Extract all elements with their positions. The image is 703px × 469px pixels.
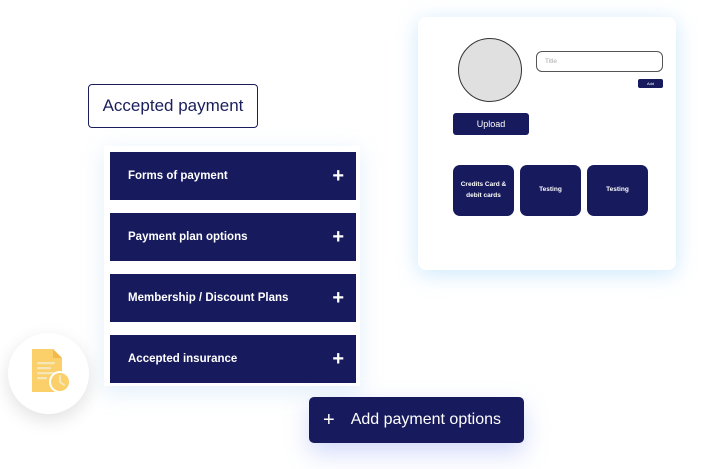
add-payment-options-button[interactable]: + Add payment options: [309, 397, 524, 443]
add-payment-options-label: Add payment options: [350, 411, 502, 428]
plus-icon[interactable]: +: [332, 226, 344, 248]
accordion-item-label: Forms of payment: [128, 170, 228, 182]
title-input[interactable]: [536, 51, 663, 72]
payment-tile-testing[interactable]: Testing: [520, 165, 581, 216]
section-title: Accepted payment: [88, 84, 258, 128]
avatar-placeholder[interactable]: [458, 38, 522, 102]
plus-icon[interactable]: +: [332, 348, 344, 370]
document-clock-icon: [32, 349, 71, 393]
accordion-item-label: Payment plan options: [128, 231, 248, 243]
accordion-item-membership-discount-plans[interactable]: Membership / Discount Plans +: [110, 274, 356, 322]
accordion-item-accepted-insurance[interactable]: Accepted insurance +: [110, 335, 356, 383]
accordion-item-payment-plan-options[interactable]: Payment plan options +: [110, 213, 356, 261]
payment-tile-testing[interactable]: Testing: [587, 165, 648, 216]
payment-tile-credit-debit[interactable]: Credits Card & debit cards: [453, 165, 514, 216]
upload-button[interactable]: Upload: [453, 113, 529, 135]
plus-icon: +: [323, 409, 335, 431]
accordion-item-label: Accepted insurance: [128, 353, 238, 365]
add-button[interactable]: Add: [638, 79, 663, 88]
plus-icon[interactable]: +: [332, 287, 344, 309]
accordion-item-label: Membership / Discount Plans: [128, 292, 289, 304]
plus-icon[interactable]: +: [332, 165, 344, 187]
accordion-item-forms-of-payment[interactable]: Forms of payment +: [110, 152, 356, 200]
